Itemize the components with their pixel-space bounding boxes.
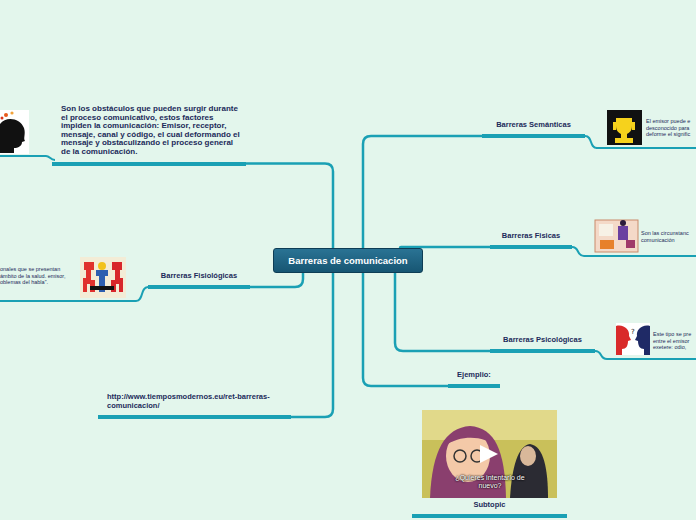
branch-line xyxy=(132,287,148,301)
subtopic: Son las circunstanc comunicación xyxy=(590,218,696,257)
topic-text: Subtopic xyxy=(473,500,505,509)
subtopic: Este tipo se pre entre el emisor exetere… xyxy=(610,322,696,360)
branch-line xyxy=(363,273,448,386)
branch-line xyxy=(595,351,610,359)
video-topic: Subtopic xyxy=(412,408,567,518)
subtopic: onales que se presentan ámbito de la sal… xyxy=(0,255,132,302)
branch-line xyxy=(291,273,333,417)
head-icon xyxy=(0,110,55,160)
subtopic: El emisor puede e desconocido para defor… xyxy=(596,107,696,149)
topic-text: Son los obstáculos que pueden surgir dur… xyxy=(61,105,242,157)
video-caption: ¿Quieres intentarlo de nuevo? xyxy=(444,474,536,490)
topic-text: onales que se presentan ámbito de la sal… xyxy=(0,266,72,286)
topic-text: Barreras Fisiológicas xyxy=(150,271,248,280)
link-topic: http://www.tiemposmodernos.eu/ret-barrer… xyxy=(98,390,291,419)
topic-text: Son las circunstanc comunicación xyxy=(641,230,694,243)
topic-text: Barreras Fisicas xyxy=(492,231,570,240)
classroom-icon xyxy=(595,220,638,252)
heads-icon: ? xyxy=(616,323,650,355)
topic-text: Barreras Semánticas xyxy=(484,120,583,129)
svg-text:?: ? xyxy=(631,328,635,336)
branch-topic: Barreras Semánticas xyxy=(482,118,585,138)
branch-line xyxy=(395,273,490,351)
haring-icon xyxy=(80,257,126,298)
video-thumbnail xyxy=(422,410,557,498)
branch-line xyxy=(246,164,333,248)
branch-topic: Barreras Psicológicas xyxy=(490,333,595,353)
branch-line xyxy=(572,247,590,256)
topic-text: Ejemplio: xyxy=(450,370,498,379)
branch-line xyxy=(363,136,482,248)
branch-topic: Barreras Fisicas xyxy=(490,229,572,249)
branch-topic: Ejemplio: xyxy=(448,368,500,388)
topic-text: Barreras Psicológicas xyxy=(492,335,593,344)
branch-line xyxy=(250,273,303,287)
branch-topic: Barreras Fisiológicas xyxy=(148,269,250,289)
central-topic: Barreras de comunicacion xyxy=(273,248,423,273)
topic-text: http://www.tiemposmodernos.eu/ret-barrer… xyxy=(107,392,289,410)
topic-text: Este tipo se pre entre el emisor exetere… xyxy=(653,331,695,351)
yellow-icon xyxy=(607,110,642,145)
topic-text: El emisor puede e desconocido para defor… xyxy=(646,118,694,138)
description-topic: Son los obstáculos que pueden surgir dur… xyxy=(52,103,246,166)
topic-text: Barreras de comunicacion xyxy=(288,255,407,266)
